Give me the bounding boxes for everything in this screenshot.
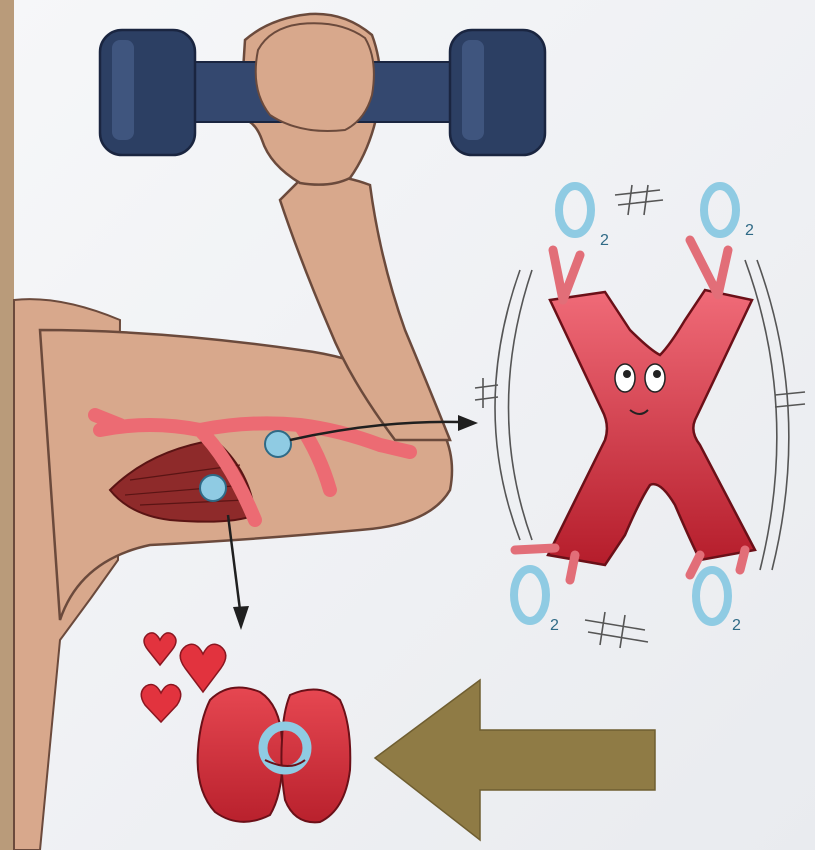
svg-text:2: 2	[745, 222, 754, 239]
fingers	[256, 23, 374, 131]
svg-text:2: 2	[600, 232, 609, 249]
red-blood-cell	[265, 431, 291, 457]
lungs	[198, 688, 351, 823]
svg-text:2: 2	[550, 617, 559, 634]
svg-text:2: 2	[732, 617, 741, 634]
red-blood-cell	[200, 475, 226, 501]
frame-edge	[0, 0, 14, 850]
